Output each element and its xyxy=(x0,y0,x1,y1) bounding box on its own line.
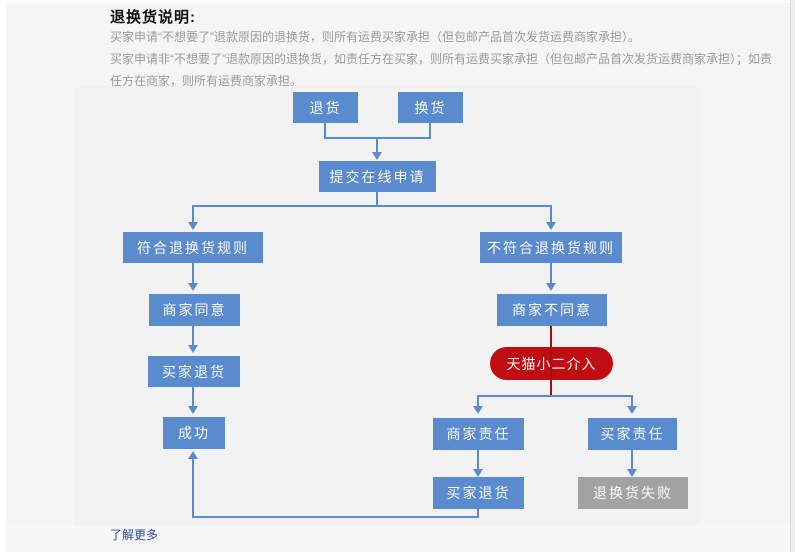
flow-node-success: 成功 xyxy=(163,417,225,449)
connector-line xyxy=(192,459,194,517)
flow-node-return-exchange-failed: 退换货失败 xyxy=(578,477,688,509)
connector-line xyxy=(192,263,194,284)
connector-line xyxy=(631,450,633,470)
connector-line xyxy=(192,387,194,407)
arrow-down-icon xyxy=(473,406,483,414)
connector-line xyxy=(631,397,633,407)
arrow-down-icon xyxy=(473,469,483,477)
arrow-down-icon xyxy=(188,406,198,414)
arrow-down-icon xyxy=(627,406,637,414)
connector-line xyxy=(324,123,326,139)
arrow-down-icon xyxy=(188,345,198,353)
flow-node-merchant-disagrees: 商家不同意 xyxy=(497,294,607,326)
arrow-up-icon xyxy=(188,451,198,459)
connector-line xyxy=(477,509,479,518)
connector-line xyxy=(550,263,552,284)
connector-line xyxy=(376,139,378,153)
connector-line xyxy=(192,516,479,518)
bottom-strip xyxy=(6,525,790,552)
arrow-down-icon xyxy=(627,469,637,477)
connector-line-dark-red xyxy=(550,326,552,397)
arrow-down-icon xyxy=(372,152,382,160)
flow-node-not-meets-return-rules: 不符合退换货规则 xyxy=(480,232,622,263)
top-strip xyxy=(0,0,795,3)
right-scroll-gutter xyxy=(790,0,795,552)
connector-line xyxy=(477,397,479,407)
connector-line xyxy=(550,207,552,223)
connector-line xyxy=(376,192,378,206)
flow-node-buyer-returns-goods: 买家退货 xyxy=(148,356,240,387)
flow-node-submit-online-application: 提交在线申请 xyxy=(319,161,436,192)
flow-node-buyer-responsibility: 买家责任 xyxy=(588,418,677,450)
flow-node-buyer-returns-goods-2: 买家退货 xyxy=(433,477,524,509)
connector-line xyxy=(192,205,552,207)
flow-node-meets-return-rules: 符合退换货规则 xyxy=(123,232,263,263)
arrow-down-icon xyxy=(546,222,556,230)
policy-line-1: 买家申请“不想要了”退款原因的退换货，则所有运费买家承担（但包邮产品首次发货运费… xyxy=(110,30,640,44)
flow-node-exchange: 换货 xyxy=(398,92,463,123)
left-strip xyxy=(0,0,6,552)
connector-line xyxy=(324,137,431,139)
learn-more-link[interactable]: 了解更多 xyxy=(110,528,159,542)
connector-line xyxy=(192,326,194,346)
section-title: 退换货说明: xyxy=(110,9,196,26)
policy-line-2: 买家申请非“不想要了”退款原因的退换货，如责任方在买家，则所有运费买家承担（但包… xyxy=(110,52,772,88)
flow-node-merchant-responsibility: 商家责任 xyxy=(433,418,524,450)
flow-node-merchant-agrees: 商家同意 xyxy=(149,294,240,326)
connector-line xyxy=(477,395,633,397)
connector-line xyxy=(477,450,479,470)
connector-line xyxy=(192,207,194,223)
arrow-down-icon xyxy=(546,283,556,291)
arrow-down-icon xyxy=(188,283,198,291)
policy-description: 买家申请“不想要了”退款原因的退换货，则所有运费买家承担（但包邮产品首次发货运费… xyxy=(110,26,774,92)
flow-node-return: 退货 xyxy=(293,92,358,123)
arrow-down-icon xyxy=(188,222,198,230)
connector-line xyxy=(429,123,431,139)
